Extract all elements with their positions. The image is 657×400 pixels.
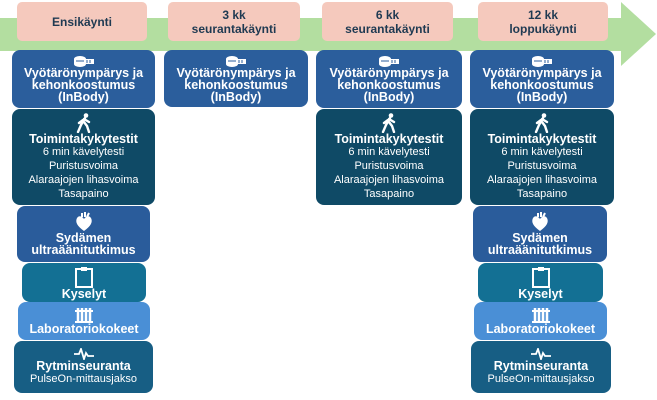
tape-measure-icon bbox=[225, 55, 247, 67]
test-item: Tasapaino bbox=[363, 188, 415, 200]
card-lab-col0: Laboratoriokokeet bbox=[18, 302, 150, 340]
card-title: Vyötärönympärys ja kehonkoostumus (InBod… bbox=[23, 66, 144, 104]
card-title: Rytminseuranta bbox=[493, 359, 589, 373]
card-heart-col0: Sydämen ultraäänitutkimus bbox=[17, 206, 150, 262]
tape-measure-icon bbox=[531, 55, 553, 67]
walking-person-icon bbox=[76, 113, 92, 133]
test-item: 6 min kävelytesti bbox=[501, 146, 583, 158]
heart-icon bbox=[531, 212, 549, 232]
test-item: Tasapaino bbox=[516, 188, 568, 200]
card-body-col3: Vyötärönympärys ja kehonkoostumus (InBod… bbox=[470, 50, 614, 108]
heart-icon bbox=[75, 212, 93, 232]
card-body-col1: Vyötärönympärys ja kehonkoostumus (InBod… bbox=[164, 50, 308, 107]
test-tubes-icon bbox=[531, 307, 551, 323]
test-item: Puristusvoima bbox=[48, 160, 119, 172]
card-title: Vyötärönympärys ja kehonkoostumus (InBod… bbox=[482, 66, 602, 104]
heartbeat-icon bbox=[73, 348, 95, 360]
walking-person-icon bbox=[534, 113, 550, 133]
card-survey-col3: Kyselyt bbox=[478, 263, 603, 302]
test-item: Alaraajojen lihasvoima bbox=[486, 174, 598, 186]
card-title: Kyselyt bbox=[518, 286, 563, 301]
test-item: Puristusvoima bbox=[354, 160, 424, 172]
visit-header-12mo: 12 kk loppukäynti bbox=[478, 2, 608, 41]
card-survey-col0: Kyselyt bbox=[22, 263, 146, 302]
test-item: Tasapaino bbox=[58, 188, 109, 200]
card-body-col0: Vyötärönympärys ja kehonkoostumus (InBod… bbox=[12, 50, 155, 108]
test-item: Alaraajojen lihasvoima bbox=[28, 174, 139, 186]
clipboard-icon bbox=[531, 266, 551, 288]
tape-measure-icon bbox=[378, 55, 400, 67]
card-title: Sydämen ultraäänitutkimus bbox=[487, 231, 593, 257]
test-tubes-icon bbox=[74, 307, 94, 323]
visit-header-3mo: 3 kk seurantakäynti bbox=[168, 2, 300, 41]
test-item: Alaraajojen lihasvoima bbox=[333, 174, 445, 186]
card-title: Vyötärönympärys ja kehonkoostumus (InBod… bbox=[176, 65, 296, 104]
card-title: Laboratoriokokeet bbox=[29, 322, 139, 336]
tape-measure-icon bbox=[73, 55, 95, 67]
card-title: Rytminseuranta bbox=[36, 359, 131, 373]
timeline-arrow-head bbox=[621, 2, 656, 66]
card-subtitle: PulseOn-mittausjakso bbox=[487, 373, 595, 385]
card-heart-col3: Sydämen ultraäänitutkimus bbox=[473, 206, 607, 262]
walking-person-icon bbox=[381, 113, 397, 133]
visit-header-initial: Ensikäynti bbox=[17, 2, 147, 41]
card-title: Toimintakykytestit bbox=[487, 132, 597, 146]
card-title: Vyötärönympärys ja kehonkoostumus (InBod… bbox=[329, 66, 449, 104]
heartbeat-icon bbox=[530, 348, 552, 360]
test-item: 6 min kävelytesti bbox=[348, 146, 430, 158]
card-title: Kyselyt bbox=[61, 286, 107, 301]
test-item: 6 min kävelytesti bbox=[42, 146, 125, 158]
card-lab-col3: Laboratoriokokeet bbox=[474, 302, 607, 340]
card-body-col2: Vyötärönympärys ja kehonkoostumus (InBod… bbox=[316, 50, 462, 108]
clipboard-icon bbox=[74, 266, 94, 288]
test-item: Puristusvoima bbox=[507, 160, 577, 172]
card-title: Toimintakykytestit bbox=[29, 132, 138, 146]
card-subtitle: PulseOn-mittausjakso bbox=[30, 373, 137, 385]
visit-header-6mo: 6 kk seurantakäynti bbox=[322, 2, 453, 41]
card-title: Laboratoriokokeet bbox=[485, 322, 596, 336]
card-title: Toimintakykytestit bbox=[334, 132, 444, 146]
card-title: Sydämen ultraäänitutkimus bbox=[31, 231, 136, 257]
